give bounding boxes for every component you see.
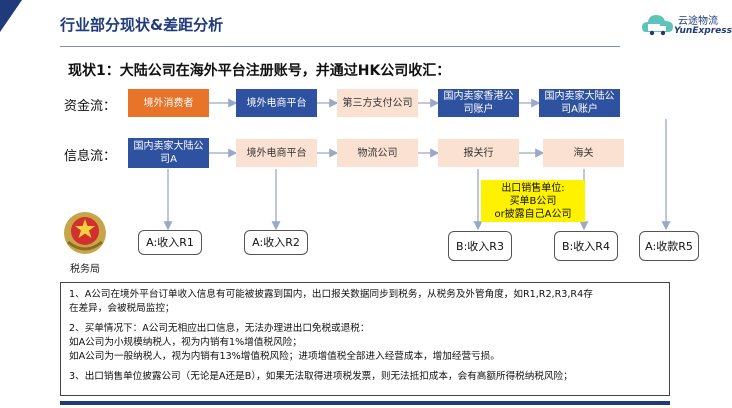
fund-box-hk-account: 国内卖家香港公司账户 — [438, 89, 519, 117]
export-sales-unit-box: 出口销售单位: 买单B公司 or披露自己A公司 — [481, 180, 585, 222]
info-box-mainland-seller-a: 国内卖家大陆公司A — [128, 138, 209, 168]
footer-bar — [60, 401, 670, 405]
logo-en-text: YunExpress — [674, 26, 732, 36]
fund-box-overseas-consumer: 境外消费者 — [128, 89, 209, 117]
info-box-overseas-platform: 境外电商平台 — [236, 139, 317, 167]
info-box-customs: 海关 — [543, 139, 624, 167]
income-box-r3: B:收入R3 — [448, 231, 512, 261]
logo-cn-text: 云途物流 — [678, 16, 718, 27]
cloud-truck-icon — [642, 15, 673, 36]
yunexpress-logo: 云途物流 YunExpress — [640, 8, 732, 48]
tax-bureau-label: 税务局 — [70, 264, 100, 275]
export-unit-line-3: or披露自己A公司 — [494, 208, 572, 220]
page-title: 行业部分现状&差距分析 — [60, 16, 224, 34]
fund-box-third-party-payment: 第三方支付公司 — [337, 89, 418, 117]
export-unit-line-2: 买单B公司 — [509, 195, 557, 207]
note-line: 3、出口销售单位披露公司（无论是A还是B），如果无法取得进项税发票，则无法抵扣成… — [69, 371, 573, 382]
export-unit-line-1: 出口销售单位: — [501, 182, 565, 194]
fund-box-mainland-a-account: 国内卖家大陆公司A账户 — [539, 89, 620, 117]
info-box-logistics: 物流公司 — [337, 139, 418, 167]
fund-box-overseas-platform: 境外电商平台 — [236, 89, 317, 117]
corner-accent — [0, 0, 22, 32]
fund-flow-label: 资金流： — [64, 99, 117, 114]
note-line: 如A公司为小规模纳税人，视为内销有1%增值税风险； — [69, 337, 302, 348]
income-box-r2: A:收入R2 — [244, 230, 308, 255]
income-box-r4: B:收入R4 — [554, 231, 618, 261]
scenario-heading: 现状1：大陆公司在海外平台注册账号，并通过HK公司收汇： — [68, 63, 451, 79]
risk-notes-panel: 1、A公司在境外平台订单收入信息有可能被披露到国内，出口报关数据同步到税务，从税… — [60, 282, 670, 396]
income-box-r1: A:收入R1 — [138, 230, 202, 255]
tax-bureau-emblem-icon — [64, 212, 106, 254]
note-line: 如A公司为一般纳税人，视为内销有13%增值税风险；进项增值税全部进入经营成本，增… — [69, 351, 500, 362]
note-line: 2、买单情况下：A公司无相应出口信息，无法办理进出口免税或退税： — [69, 323, 370, 334]
note-line: 在差异，会被税局监控； — [69, 303, 175, 314]
note-line: 1、A公司在境外平台订单收入信息有可能被披露到国内，出口报关数据同步到税务，从税… — [69, 289, 593, 300]
income-box-r5: A:收款R5 — [639, 231, 699, 261]
info-flow-label: 信息流： — [64, 149, 117, 164]
info-box-customs-broker: 报关行 — [438, 139, 519, 167]
title-divider — [60, 46, 620, 47]
